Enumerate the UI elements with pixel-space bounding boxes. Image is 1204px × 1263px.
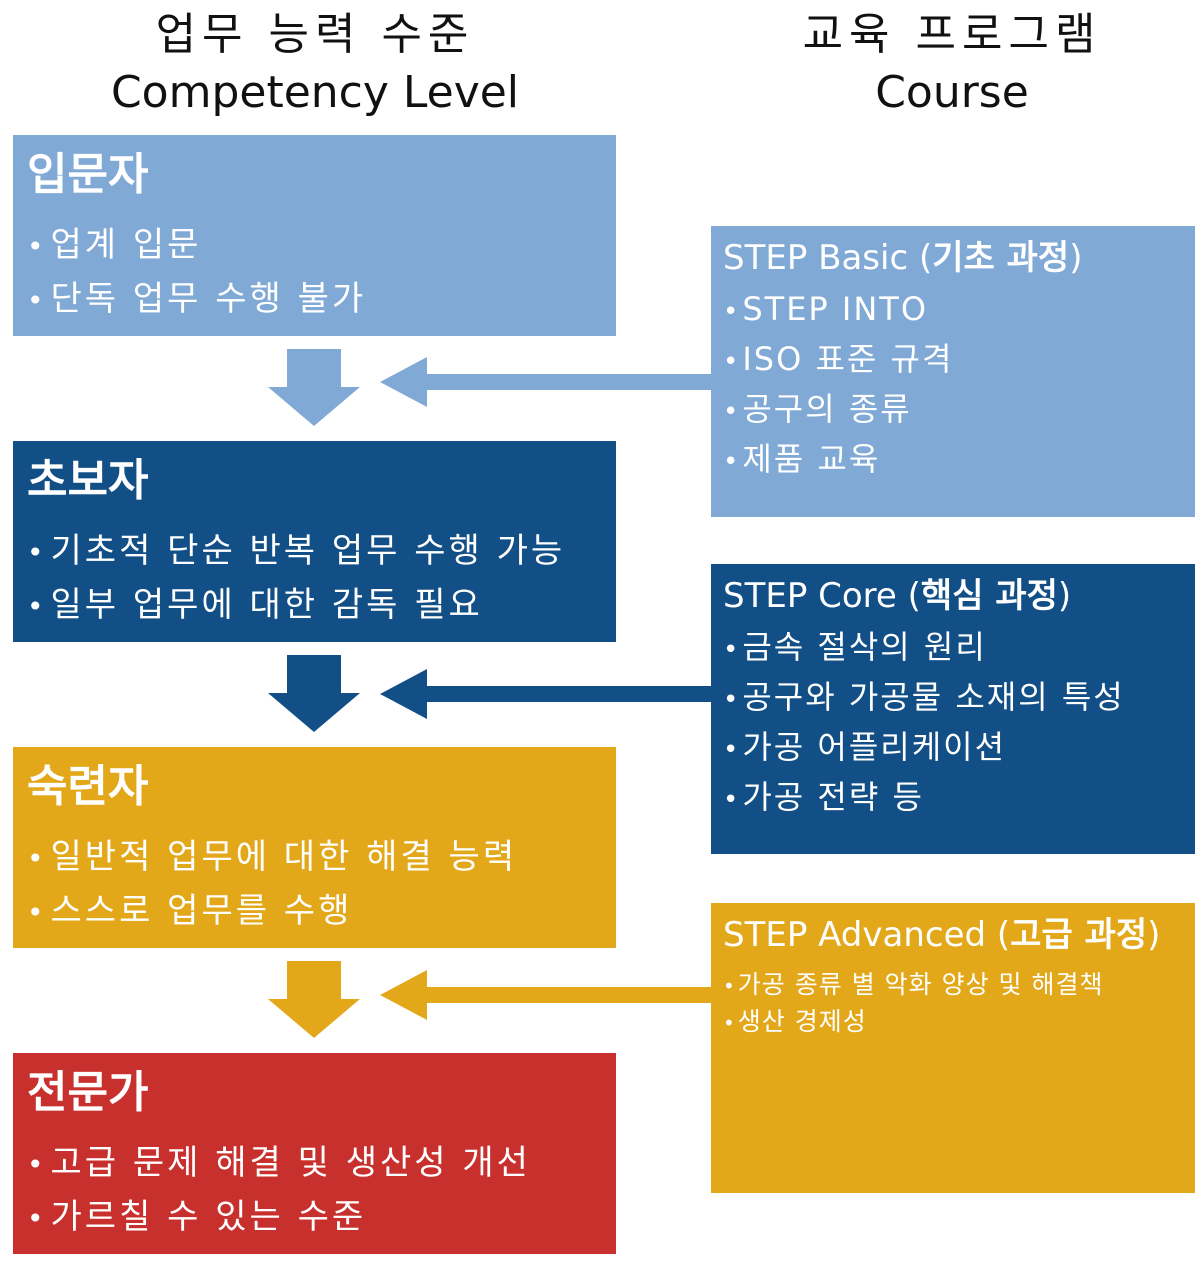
course-item: 공구의 종류: [723, 386, 1195, 436]
course-item: 금속 절삭의 원리: [723, 624, 1195, 674]
course-item: 가공 어플리케이션: [723, 724, 1195, 774]
level-novice-box: 초보자 기초적 단순 반복 업무 수행 가능 일부 업무에 대한 감독 필요: [13, 441, 616, 642]
level-title: 입문자: [27, 149, 149, 200]
level-item: 단독 업무 수행 불가: [27, 273, 616, 327]
level-title: 숙련자: [27, 761, 149, 812]
course-header-english: Course: [875, 67, 1029, 118]
left-arrow-icon: [380, 970, 711, 1020]
down-arrow-icon: [268, 655, 360, 732]
course-item: 공구와 가공물 소재의 특성: [723, 674, 1195, 724]
course-header-korean: 교육 프로그램: [802, 9, 1102, 60]
down-arrow-icon: [268, 349, 360, 426]
level-beginner-box: 입문자 업계 입문 단독 업무 수행 불가: [13, 135, 616, 336]
course-title-prefix: STEP Advanced (: [723, 915, 1011, 955]
course-title: STEP Core (핵심 과정): [723, 572, 1195, 620]
course-title-bold: 핵심 과정: [920, 576, 1058, 616]
level-item: 가르칠 수 있는 수준: [27, 1191, 616, 1245]
course-title-prefix: STEP Core (: [723, 576, 921, 616]
course-item: 제품 교육: [723, 436, 1195, 486]
course-item: 가공 전략 등: [723, 774, 1195, 824]
level-expert-box: 전문가 고급 문제 해결 및 생산성 개선 가르칠 수 있는 수준: [13, 1053, 616, 1254]
level-item: 일반적 업무에 대한 해결 능력: [27, 831, 616, 885]
course-title: STEP Advanced (고급 과정): [723, 911, 1195, 959]
level-title: 초보자: [27, 455, 149, 506]
level-item: 업계 입문: [27, 219, 616, 273]
course-core-box: STEP Core (핵심 과정) 금속 절삭의 원리 공구와 가공물 소재의 …: [711, 564, 1195, 854]
course-basic-box: STEP Basic (기초 과정) STEP INTO ISO 표준 규격 공…: [711, 226, 1195, 517]
course-title-suffix: ): [1069, 238, 1083, 278]
course-title-suffix: ): [1147, 915, 1161, 955]
level-item: 스스로 업무를 수행: [27, 885, 616, 939]
course-header: 교육 프로그램 Course: [710, 6, 1194, 122]
level-item: 고급 문제 해결 및 생산성 개선: [27, 1137, 616, 1191]
course-advanced-box: STEP Advanced (고급 과정) 가공 종류 별 악화 양상 및 해결…: [711, 903, 1195, 1193]
course-item: 가공 종류 별 악화 양상 및 해결책: [723, 967, 1195, 1004]
level-skilled-box: 숙련자 일반적 업무에 대한 해결 능력 스스로 업무를 수행: [13, 747, 616, 948]
competency-header-english: Competency Level: [110, 67, 520, 118]
course-title-prefix: STEP Basic (: [723, 238, 933, 278]
course-item: ISO 표준 규격: [723, 336, 1195, 386]
level-item: 기초적 단순 반복 업무 수행 가능: [27, 525, 616, 579]
level-title: 전문가: [27, 1067, 149, 1118]
course-title-bold: 고급 과정: [1010, 915, 1148, 955]
course-item: STEP INTO: [723, 286, 1195, 336]
course-title-suffix: ): [1057, 576, 1072, 616]
course-title-bold: 기초 과정: [932, 238, 1070, 278]
competency-header: 업무 능력 수준 Competency Level: [60, 6, 570, 122]
left-arrow-icon: [380, 357, 711, 407]
left-arrow-icon: [380, 669, 711, 719]
course-title: STEP Basic (기초 과정): [723, 234, 1195, 282]
down-arrow-icon: [268, 961, 360, 1038]
competency-header-korean: 업무 능력 수준: [155, 9, 475, 60]
level-item: 일부 업무에 대한 감독 필요: [27, 579, 616, 633]
course-item: 생산 경제성: [723, 1004, 1195, 1041]
